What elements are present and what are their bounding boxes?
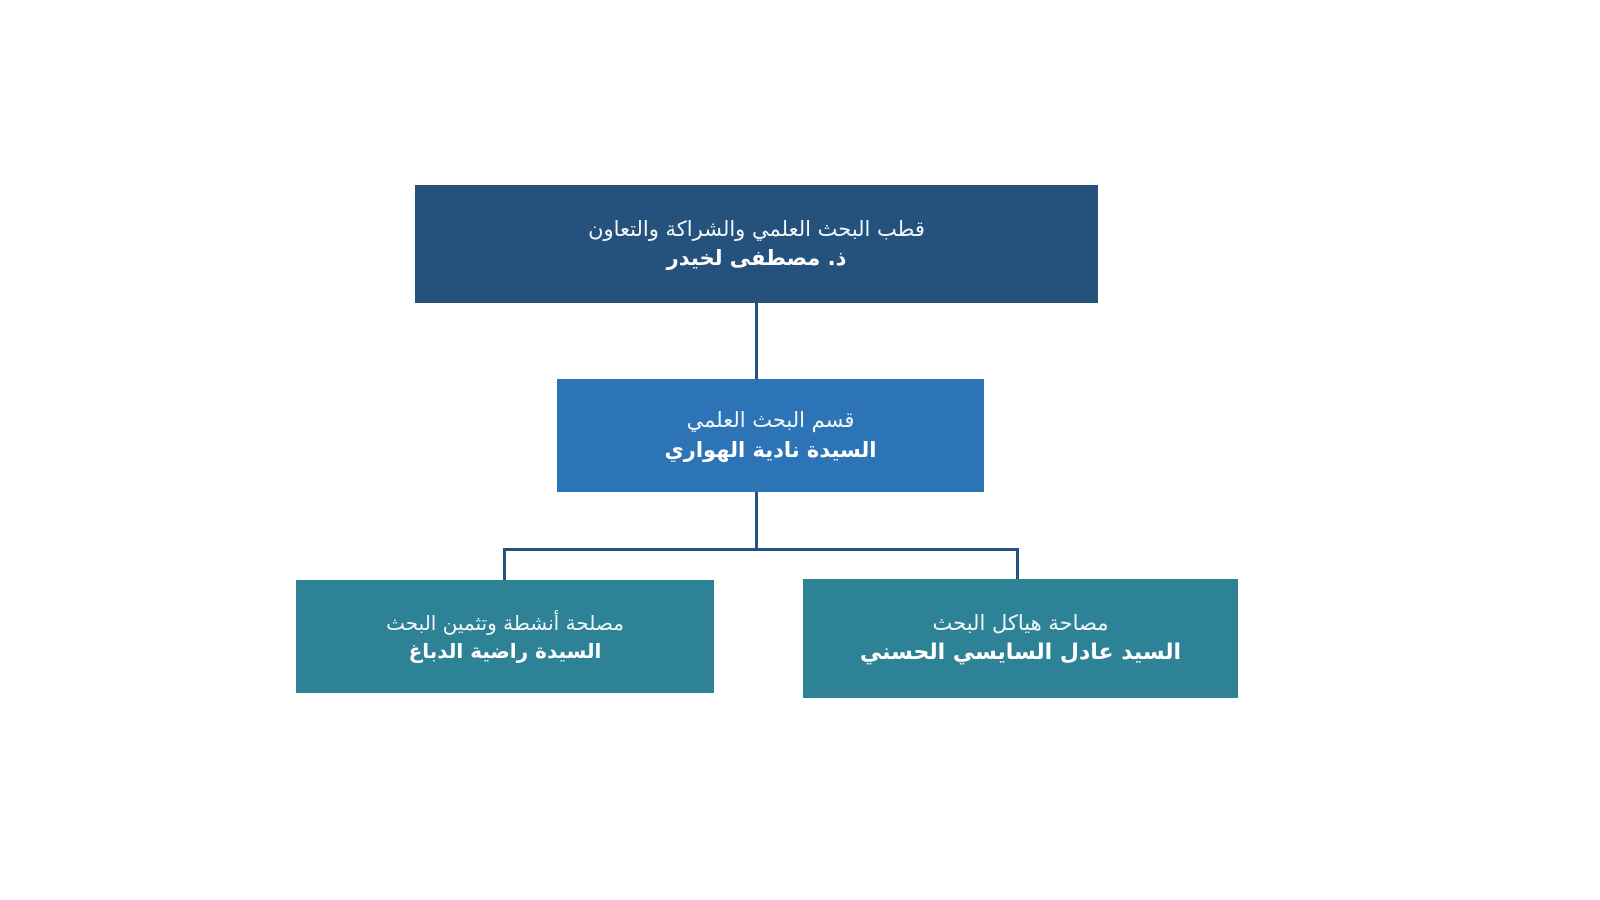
org-node-service-research-activities[interactable]: مصلحة أنشطة وتثمين البحث السيدة راضية ال… (296, 580, 714, 693)
org-node-person: السيدة نادية الهواري (664, 437, 877, 462)
org-node-title: قسم البحث العلمي (686, 408, 855, 433)
org-node-person: ذ. مصطفى لخيدر (666, 246, 847, 270)
connector-drop-service-structures (1016, 548, 1019, 581)
org-node-title: مصاحة هياكل البحث (932, 610, 1109, 635)
org-node-person: السيد عادل السايسي الحسني (859, 639, 1182, 665)
org-node-title: قطب البحث العلمي والشراكة والتعاون (588, 216, 925, 241)
org-node-person: السيدة راضية الدباغ (408, 638, 602, 663)
org-node-research-pole[interactable]: قطب البحث العلمي والشراكة والتعاون ذ. مص… (415, 185, 1098, 303)
connector-drop-service-activities (503, 548, 506, 581)
org-node-service-research-structures[interactable]: مصاحة هياكل البحث السيد عادل السايسي الح… (803, 579, 1238, 698)
connector-children-bus (503, 548, 1019, 551)
org-node-title: مصلحة أنشطة وتثمين البحث (386, 610, 624, 635)
connector-root-to-dept (755, 303, 758, 380)
connector-dept-stem (755, 492, 758, 550)
org-node-scientific-research-department[interactable]: قسم البحث العلمي السيدة نادية الهواري (557, 379, 984, 492)
